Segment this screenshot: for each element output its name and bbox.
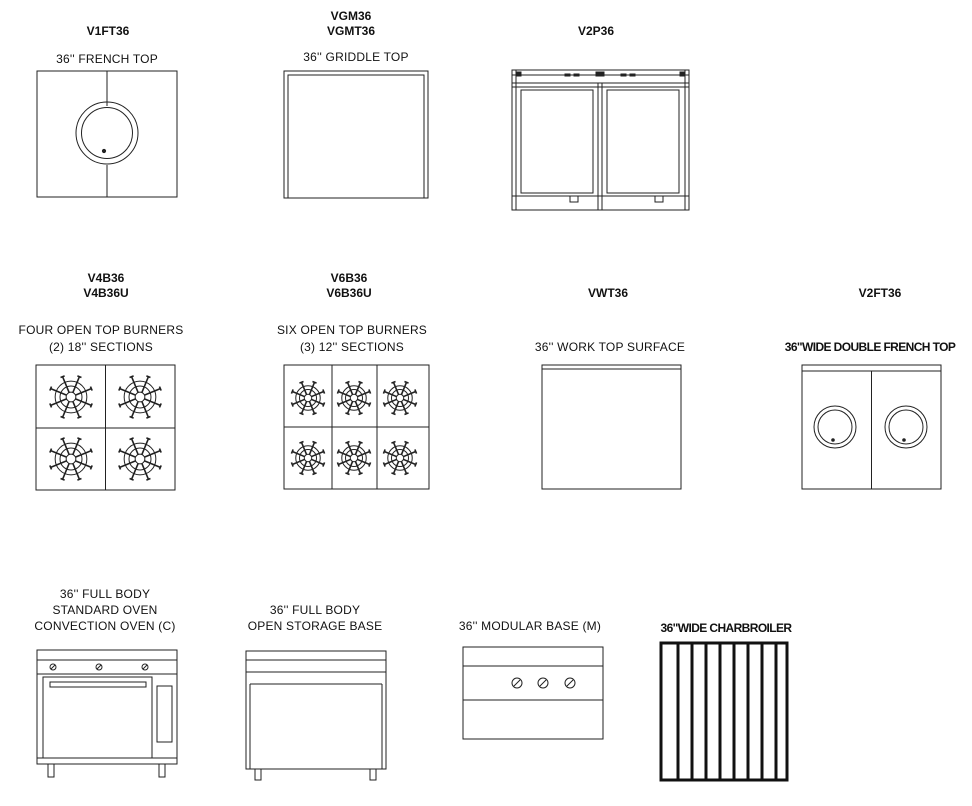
burner-icon (336, 380, 372, 416)
model-vgm36: VGM36 (330, 9, 372, 23)
oven-drawing (36, 649, 178, 778)
model-v2ft36: V2FT36 (858, 286, 902, 300)
model-v4b36u: V4B36U (83, 286, 129, 300)
burner-icon (118, 375, 162, 419)
desc-storage-line1: 36'' FULL BODY (269, 603, 361, 617)
desc-vgm36: 36'' GRIDDLE TOP (303, 50, 409, 64)
burner-icon (382, 380, 418, 416)
work-top-drawing (541, 364, 682, 490)
model-v4b36: V4B36 (87, 271, 125, 285)
model-v2p36: V2P36 (577, 24, 615, 38)
desc-v4b36-sections: (2) 18'' SECTIONS (48, 340, 153, 354)
six-burner-drawing (283, 364, 430, 490)
burner-icon (336, 440, 372, 476)
desc-v4b36: FOUR OPEN TOP BURNERS (18, 323, 184, 337)
desc-oven-line3: CONVECTION OVEN (C) (34, 619, 176, 633)
model-v1ft36: V1FT36 (86, 24, 130, 38)
desc-charbroiler: 36"WIDE CHARBROILER (660, 621, 793, 635)
desc-storage-line2: OPEN STORAGE BASE (247, 619, 383, 633)
burner-icon (290, 440, 326, 476)
burner-icon (49, 437, 93, 481)
charbroiler-drawing (659, 641, 789, 782)
desc-modular: 36'' MODULAR BASE (M) (458, 619, 602, 633)
model-v6b36u: V6B36U (326, 286, 372, 300)
burner-icon (290, 380, 326, 416)
desc-oven-line1: 36'' FULL BODY (59, 587, 151, 601)
desc-v1ft36: 36'' FRENCH TOP (56, 52, 158, 66)
desc-vwt36: 36'' WORK TOP SURFACE (534, 340, 686, 354)
model-vwt36: VWT36 (587, 286, 628, 300)
desc-v6b36: SIX OPEN TOP BURNERS (276, 323, 428, 337)
desc-v6b36-sections: (3) 12'' SECTIONS (299, 340, 404, 354)
model-vgmt36: VGMT36 (326, 24, 375, 38)
burner-icon (382, 440, 418, 476)
modular-base-drawing (462, 646, 604, 740)
griddle-top-drawing (283, 70, 429, 199)
french-top-drawing (36, 70, 178, 198)
four-burner-drawing (35, 364, 176, 491)
burner-icon (49, 375, 93, 419)
double-door-drawing (511, 69, 690, 211)
burner-icon (118, 437, 162, 481)
storage-base-drawing (245, 650, 387, 781)
model-v6b36: V6B36 (330, 271, 368, 285)
desc-v2ft36: 36"WIDE DOUBLE FRENCH TOP (784, 340, 956, 354)
double-french-top-drawing (801, 364, 942, 490)
desc-oven-line2: STANDARD OVEN (52, 603, 158, 617)
